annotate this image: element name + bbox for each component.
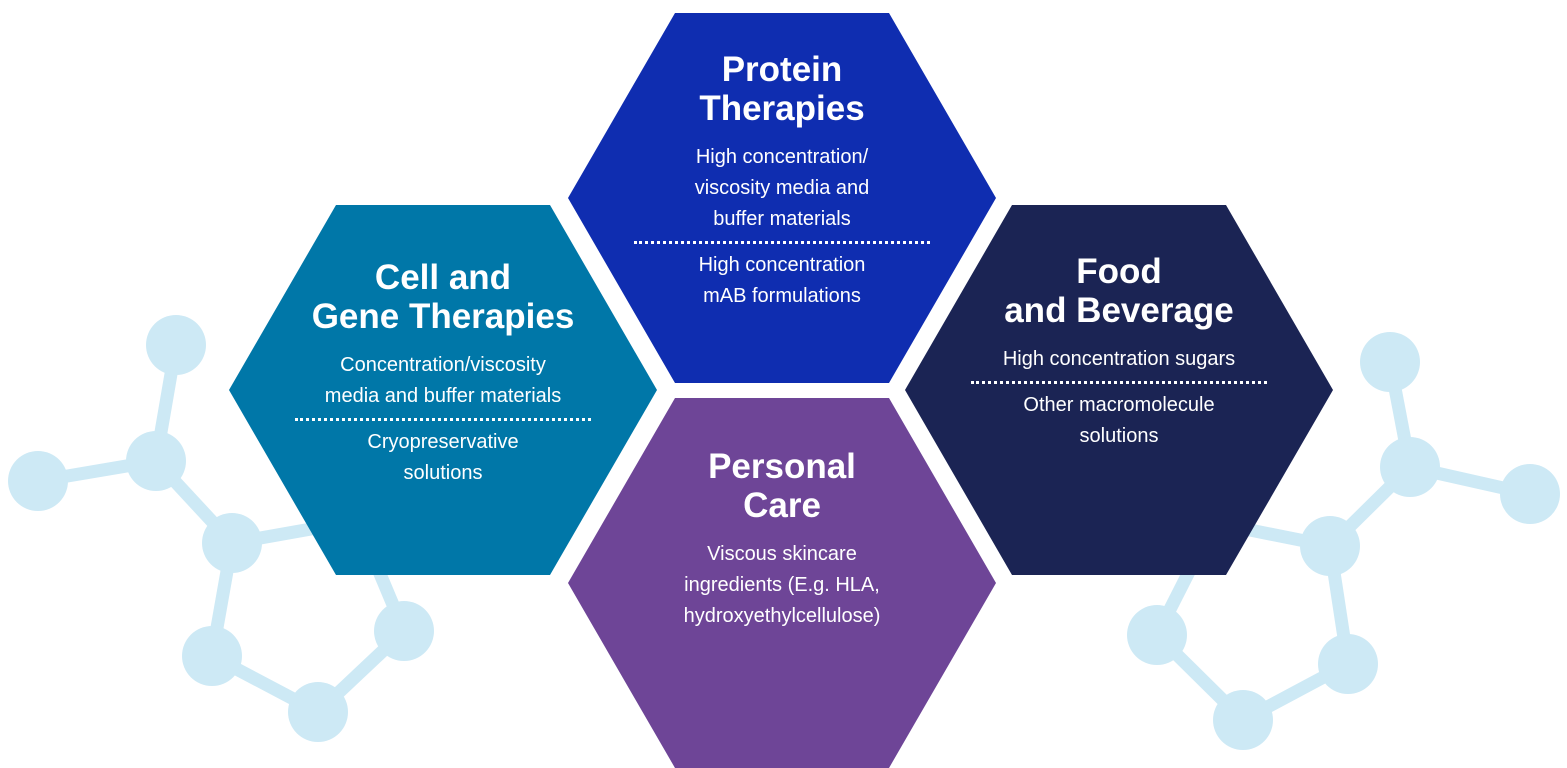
- molecule-atom-icon: [182, 626, 242, 686]
- protein-item-1: High concentration/ viscosity media and …: [618, 142, 946, 235]
- molecule-atom-icon: [1380, 437, 1440, 497]
- molecule-left: [8, 315, 434, 742]
- title-line: Food: [1076, 252, 1162, 291]
- title-line: Care: [743, 486, 821, 525]
- molecule-atom-icon: [146, 315, 206, 375]
- dotted-divider: [295, 418, 591, 421]
- cell-gene-therapies-content: Cell and Gene Therapies Concentration/vi…: [279, 258, 607, 489]
- protein-therapies-title: Protein Therapies: [618, 50, 946, 128]
- personal-care-title: Personal Care: [618, 447, 946, 525]
- molecule-right: [1127, 332, 1560, 750]
- molecule-atom-icon: [374, 601, 434, 661]
- molecule-atom-icon: [1318, 634, 1378, 694]
- item-line: High concentration/: [695, 146, 869, 168]
- cell-item-2: Cryopreservative solutions: [279, 427, 607, 489]
- molecule-atom-icon: [1360, 332, 1420, 392]
- molecule-atom-icon: [8, 451, 68, 511]
- molecule-atom-icon: [288, 682, 348, 742]
- item-line: viscosity media and: [694, 177, 870, 199]
- item-line: mAB formulations: [703, 285, 861, 307]
- molecule-atom-icon: [1300, 516, 1360, 576]
- protein-therapies-content: Protein Therapies High concentration/ vi…: [618, 50, 946, 312]
- item-line: Cryopreservative: [367, 431, 519, 453]
- dotted-divider: [634, 241, 930, 244]
- title-line: Personal: [708, 447, 856, 486]
- cell-gene-therapies-title: Cell and Gene Therapies: [279, 258, 607, 336]
- food-beverage-title: Food and Beverage: [955, 252, 1283, 330]
- molecule-atom-icon: [126, 431, 186, 491]
- personal-care-content: Personal Care Viscous skincare ingredien…: [618, 447, 946, 632]
- title-line: Cell and: [374, 258, 512, 297]
- food-item-1: High concentration sugars: [955, 344, 1283, 375]
- molecule-atom-icon: [1213, 690, 1273, 750]
- title-line: Gene Therapies: [311, 297, 575, 336]
- cell-item-1: Concentration/viscosity media and buffer…: [279, 350, 607, 412]
- item-line: media and buffer materials: [324, 385, 562, 407]
- item-line: solutions: [1079, 425, 1159, 447]
- item-line: High concentration: [698, 254, 866, 276]
- item-line: High concentration sugars: [1002, 348, 1236, 370]
- personal-item-1: Viscous skincare ingredients (E.g. HLA, …: [618, 539, 946, 632]
- item-line: buffer materials: [713, 208, 851, 230]
- item-line: Other macromolecule: [1023, 394, 1215, 416]
- molecule-atom-icon: [1127, 605, 1187, 665]
- item-line: hydroxyethylcellulose): [683, 605, 881, 627]
- item-line: Concentration/viscosity: [340, 354, 546, 376]
- protein-item-2: High concentration mAB formulations: [618, 250, 946, 312]
- molecule-atom-icon: [1500, 464, 1560, 524]
- title-line: Therapies: [699, 89, 865, 128]
- title-line: and Beverage: [1004, 291, 1234, 330]
- food-item-2: Other macromolecule solutions: [955, 390, 1283, 452]
- title-line: Protein: [721, 50, 843, 89]
- molecule-atom-icon: [202, 513, 262, 573]
- item-line: solutions: [403, 462, 483, 484]
- item-line: ingredients (E.g. HLA,: [684, 574, 880, 596]
- dotted-divider: [971, 381, 1267, 384]
- food-beverage-content: Food and Beverage High concentration sug…: [955, 252, 1283, 452]
- item-line: Viscous skincare: [707, 543, 857, 565]
